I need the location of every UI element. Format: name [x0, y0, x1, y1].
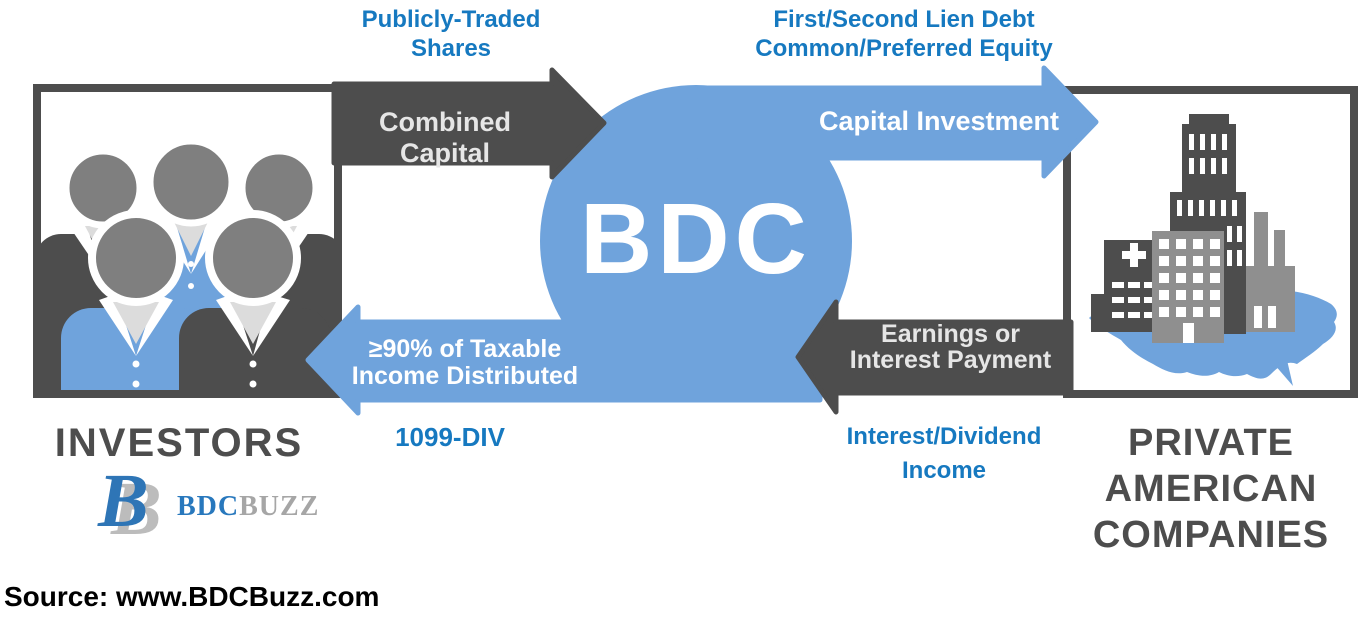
publicly-traded-shares-note: Publicly-Traded Shares [331, 5, 571, 63]
combined-capital-label: Combined Capital [379, 107, 511, 168]
lien-debt-note-line1: First/Second Lien Debt [773, 6, 1035, 33]
investors-title: INVESTORS [54, 421, 304, 465]
logo-monogram-shadow: B [111, 467, 162, 551]
investors-people-icon [41, 137, 334, 390]
logo-monogram: B [98, 459, 149, 543]
companies-title-line1: PRIVATE [1127, 422, 1295, 464]
companies-box [1063, 86, 1358, 398]
companies-title: PRIVATE AMERICAN COMPANIES [1063, 420, 1359, 558]
earnings-label-line1: Earnings or [881, 320, 1020, 348]
lien-debt-equity-note: First/Second Lien Debt Common/Preferred … [738, 5, 1070, 63]
bdc-hub-label: BDC [580, 183, 812, 295]
1099-div-note: 1099-DIV [395, 422, 505, 452]
publicly-traded-note-line1: Publicly-Traded [361, 6, 541, 33]
companies-title-line3: COMPANIES [1092, 514, 1330, 556]
interest-dividend-note-line1: Interest/Dividend [846, 423, 1042, 450]
logo-wordmark: BDCBUZZ [177, 491, 319, 523]
capital-investment-label: Capital Investment [818, 106, 1060, 136]
logo-wordmark-bdc: BDC [177, 491, 240, 522]
interest-dividend-note-line2: Income [901, 457, 987, 484]
companies-buildings-icon [1089, 114, 1337, 386]
publicly-traded-note-line2: Shares [410, 35, 492, 62]
earnings-label: Earnings or Interest Payment [843, 321, 1058, 373]
earnings-label-line2: Interest Payment [849, 346, 1052, 374]
source-attribution: Source: www.BDCBuzz.com [4, 581, 380, 612]
investors-box [33, 84, 342, 398]
income-distribution-label-line2: Income Distributed [351, 362, 579, 390]
income-distribution-label: ≥90% of Taxable Income Distributed [340, 336, 590, 390]
logo-wordmark-buzz: BUZZ [239, 491, 320, 522]
interest-dividend-income-note: Interest/Dividend Income [824, 420, 1064, 488]
bdcbuzz-logo: B B BDCBUZZ [96, 462, 326, 557]
companies-title-line2: AMERICAN [1104, 468, 1318, 510]
income-distribution-label-line1: ≥90% of Taxable [368, 335, 562, 363]
lien-debt-note-line2: Common/Preferred Equity [755, 35, 1053, 62]
